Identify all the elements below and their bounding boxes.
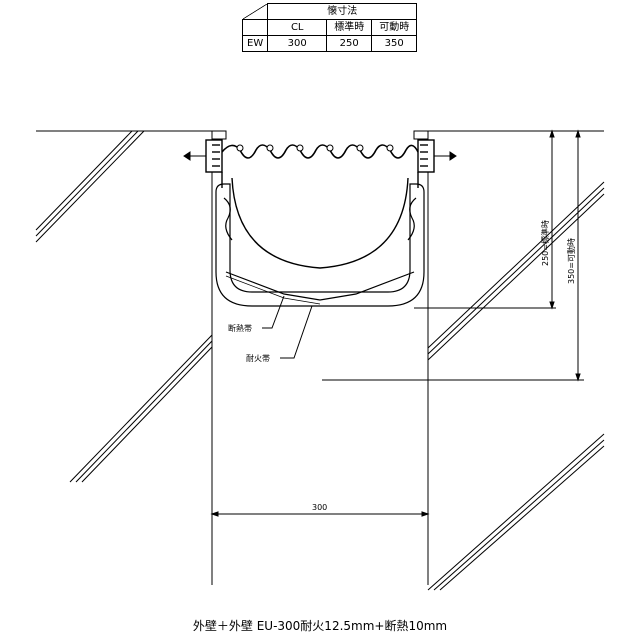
drawing-caption: 外壁＋外壁 EU-300耐火12.5mm+断熱10mm (192, 619, 448, 633)
cover-fasteners (236, 144, 394, 152)
insulation-band (225, 271, 415, 301)
left-anchor-arrow (183, 151, 206, 161)
insulation-leader (262, 295, 285, 329)
movable-dimension-label: 350=可動時 (567, 238, 576, 284)
right-anchor-bracket (417, 139, 435, 173)
right-clip (407, 197, 417, 241)
fire-resistant-band (215, 183, 425, 307)
left-cap-plate (211, 130, 227, 140)
standard-dim-arrow-bottom (549, 301, 555, 310)
right-cap-plate (413, 130, 429, 140)
insulation-label: 断熱帯 (228, 323, 252, 333)
fire-label: 耐火帯 (246, 353, 270, 363)
table-value-movable: 350 (371, 35, 418, 52)
standard-dimension-label: 250=標準時 (540, 220, 550, 266)
fire-leader (280, 305, 313, 359)
width-dim-arrow-left (210, 511, 219, 517)
insulation-band-lower (225, 275, 321, 305)
table-value-cl: 300 (267, 35, 328, 52)
table-title-row: 懐寸法 (242, 3, 418, 20)
width-dim-arrow-right (421, 511, 430, 517)
drain-curve (231, 177, 409, 269)
right-wall-hatching (427, 181, 605, 591)
movable-dim-arrow-top (575, 129, 581, 138)
width-dimension-label: 300 (312, 503, 327, 512)
dimension-table: 懐寸法 CL 標準時 可動時 EW 300 250 350 (241, 3, 418, 52)
left-clip (223, 197, 233, 241)
movable-dim-arrow-bottom (575, 373, 581, 382)
table-data-row: EW 300 250 350 (241, 35, 418, 52)
right-anchor-arrow (434, 151, 457, 161)
table-row-label: EW (241, 35, 269, 52)
left-anchor-bracket (205, 139, 223, 173)
standard-dim-arrow-top (549, 129, 555, 138)
left-wall-hatching (35, 130, 213, 483)
